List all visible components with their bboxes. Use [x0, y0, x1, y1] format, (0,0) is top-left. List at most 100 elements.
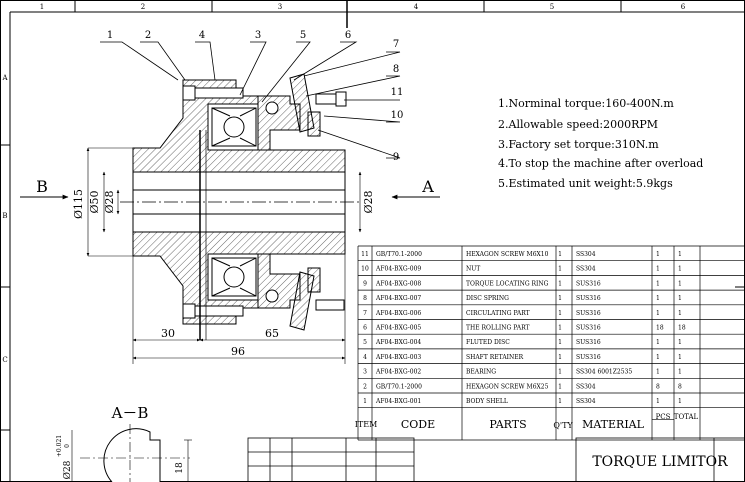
zone-label-3: 3 — [278, 3, 282, 11]
bom-cell: NUT — [466, 266, 480, 273]
bom-cell: AF04-BXG-008 — [375, 280, 421, 287]
bom-cell: 7 — [363, 310, 367, 317]
note-2: 2.Allowable speed:2000RPM — [498, 118, 658, 131]
bom-cell: AF04-BXG-009 — [375, 266, 421, 273]
hex-screw-small-lower — [315, 299, 345, 311]
bom-cell: CIRCULATING PART — [466, 310, 530, 317]
bom-cell: 18 — [656, 325, 664, 332]
bom-cell: 1 — [558, 398, 562, 405]
bom-cell: TORQUE LOCATING RING — [466, 280, 549, 287]
bom-cell: 4 — [363, 354, 367, 361]
dim-30: 30 — [161, 327, 175, 340]
bom-cell: HEXAGON SCREW M6X25 — [466, 383, 549, 390]
bom-cell: 1 — [656, 280, 660, 287]
balloon-4: 4 — [199, 30, 205, 41]
bom-cell: 6 — [363, 325, 367, 332]
section-mark-a: A — [421, 177, 434, 196]
bom-cell: 1 — [656, 369, 660, 376]
bom-header-total: TOTAL — [674, 413, 699, 421]
bom-cell: 1 — [678, 398, 682, 405]
bom-cell: BEARING — [466, 369, 496, 376]
bom-cell: AF04-BXG-005 — [375, 325, 421, 332]
bom-cell: 1 — [558, 369, 562, 376]
bom-cell: 1 — [558, 295, 562, 302]
bom-cell: SS304 — [576, 398, 596, 405]
bom-cell: AF04-BXG-003 — [375, 354, 421, 361]
section-dim-d28: Ø28 — [62, 460, 73, 479]
bom-cell: 1 — [678, 295, 682, 302]
bom-cell: 1 — [363, 398, 367, 405]
balloon-9: 9 — [393, 152, 399, 163]
section-mark-b: B — [36, 177, 48, 196]
bom-cell: GB/T70.1-2000 — [376, 251, 422, 258]
section-dim-18: 18 — [175, 462, 185, 474]
cross-section-view — [120, 73, 360, 340]
bom-cell: 1 — [678, 354, 682, 361]
note-1: 1.Norminal torque:160-400N.m — [498, 97, 674, 110]
bom-cell: 1 — [656, 266, 660, 273]
title-block — [247, 437, 745, 482]
fluted-disc-lower — [257, 253, 301, 309]
bom-cell: AF04-BXG-001 — [375, 398, 421, 405]
bom-cell: SUS316 — [576, 339, 601, 346]
bom-cell: AF04-BXG-004 — [375, 339, 421, 346]
bom-header-code: CODE — [401, 418, 435, 431]
dim-65: 65 — [265, 327, 279, 340]
bom-header-parts: PARTS — [489, 418, 526, 431]
bom-cell: 1 — [558, 266, 562, 273]
bom-cell: AF04-BXG-006 — [375, 310, 421, 317]
bom-cell: 1 — [678, 251, 682, 258]
bom-cell: 1 — [558, 325, 562, 332]
bom-cell: SHAFT RETAINER — [466, 354, 524, 361]
bom-cell: 1 — [656, 398, 660, 405]
bom-cell: SS304 — [576, 251, 596, 258]
rolling-ball-lower — [265, 289, 279, 303]
bom-cell: SS304 6001Z2535 — [576, 369, 632, 376]
balloon-labels: 1 2 4 3 5 6 7 8 11 10 9 — [107, 30, 404, 163]
balloon-2: 2 — [145, 30, 151, 41]
zone-label-5: 5 — [550, 3, 554, 11]
zone-label-a: A — [1, 74, 8, 82]
balloon-1: 1 — [107, 30, 113, 41]
balloon-5: 5 — [300, 30, 306, 41]
bom-cell: SS304 — [576, 266, 596, 273]
bom-cell: 10 — [361, 266, 369, 273]
bom-cell: 1 — [678, 280, 682, 287]
dim-d115: Ø115 — [72, 189, 85, 219]
bom-cell: 1 — [656, 310, 660, 317]
bom-cell: THE ROLLING PART — [466, 325, 529, 332]
bom-header-pcs: PCS — [656, 413, 671, 421]
rolling-ball-upper — [265, 101, 279, 115]
zone-label-b: B — [2, 212, 7, 220]
bom-cell: 1 — [558, 251, 562, 258]
note-4: 4.To stop the machine after overload — [498, 157, 703, 170]
balloon-6: 6 — [345, 30, 351, 41]
section-detail — [71, 424, 192, 482]
technical-notes: 1.Norminal torque:160-400N.m 2.Allowable… — [498, 97, 703, 190]
bom-header-qty: Q'TY — [553, 421, 573, 430]
tolerance-lower: 0 — [64, 444, 71, 448]
bom-cell: 1 — [656, 339, 660, 346]
balloon-11: 11 — [391, 87, 404, 98]
bom-cell: 1 — [678, 369, 682, 376]
zone-label-4: 4 — [414, 3, 419, 11]
note-5: 5.Estimated unit weight:5.9kgs — [498, 177, 673, 190]
bom-cell: DISC SPRING — [466, 295, 509, 302]
dim-d28: Ø28 — [103, 190, 116, 213]
bom-header-item: ITEM — [355, 420, 378, 429]
balloon-10: 10 — [391, 110, 404, 121]
bom-cell: 3 — [363, 369, 367, 376]
bom-cell: 11 — [361, 251, 369, 258]
drawing-title: TORQUE LIMITOR — [592, 454, 728, 470]
bom-cell: 1 — [678, 266, 682, 273]
bom-cell: GB/T70.1-2000 — [376, 383, 422, 390]
bom-cell: SS304 — [576, 383, 596, 390]
bom-cell: SUS316 — [576, 354, 601, 361]
bom-cell: 1 — [656, 354, 660, 361]
zone-label-1: 1 — [40, 3, 44, 11]
zone-label-2: 2 — [141, 3, 145, 11]
bom-cell: 1 — [656, 251, 660, 258]
zone-label-6: 6 — [681, 3, 686, 11]
bom-cell: AF04-BXG-002 — [375, 369, 421, 376]
